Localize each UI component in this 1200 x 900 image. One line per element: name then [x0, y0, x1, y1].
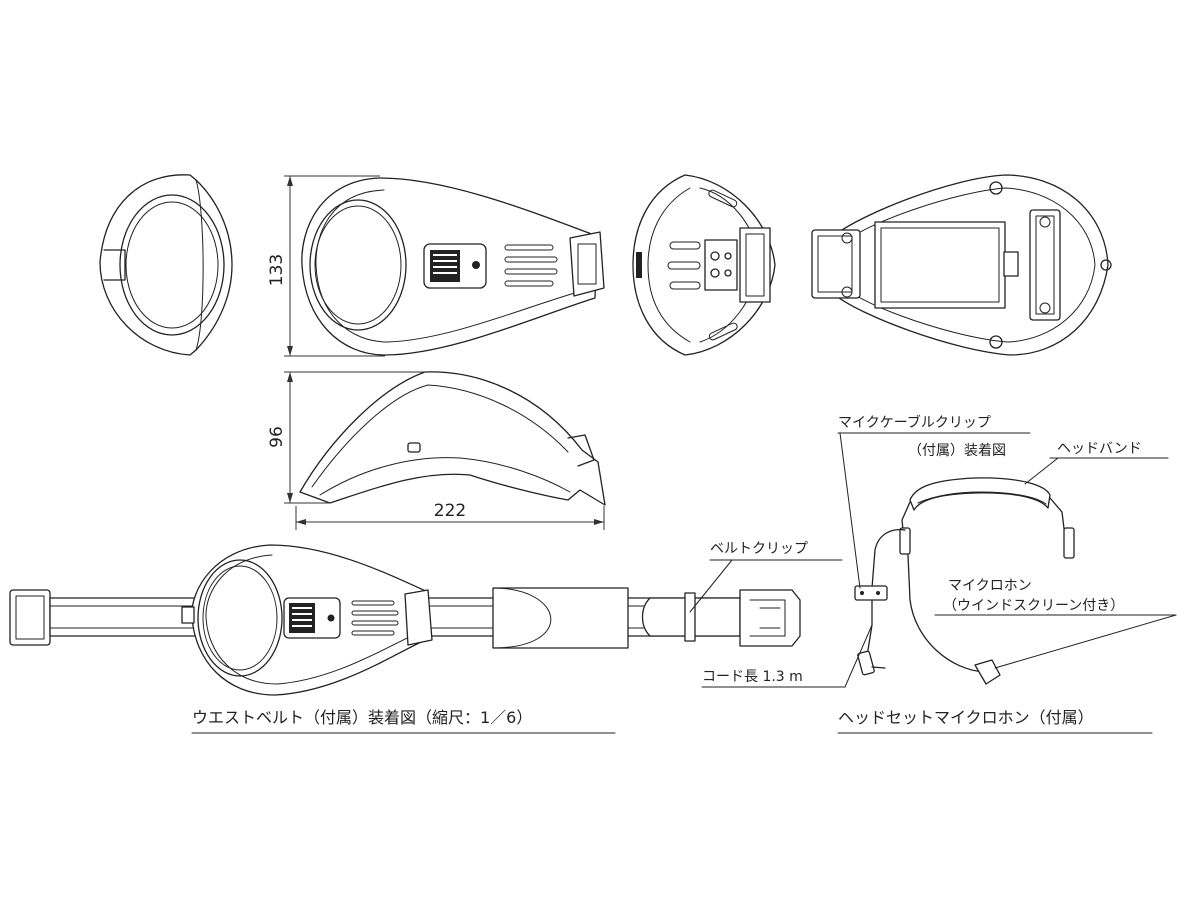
rear-view	[632, 174, 776, 356]
waist-belt-caption: ウエストベルト（付属）装着図（縮尺：1／6）	[192, 708, 532, 727]
microphone-label-line1: マイクロホン	[948, 578, 1032, 594]
headband-callout: ヘッドバンド	[1024, 441, 1169, 485]
belt-clip-callout: ベルトクリップ	[689, 541, 843, 613]
mic-cable-clip-callout: マイクケーブルクリップ （付属）装着図	[837, 414, 1031, 589]
microphone-callout: マイクロホン （ウインドスクリーン付き）	[934, 578, 1177, 669]
front-view	[99, 174, 233, 356]
width-dimension-label: 222	[434, 501, 466, 521]
headband-label: ヘッドバンド	[1057, 441, 1142, 457]
bottom-view	[811, 174, 1112, 356]
belt-clip-label: ベルトクリップ	[710, 541, 808, 557]
height-dimension: 133	[267, 175, 385, 357]
height-dimension-label: 133	[267, 254, 287, 286]
depth-dimension-label: 96	[267, 426, 287, 448]
width-dimension: 222	[295, 501, 605, 530]
cord-length-callout: コード長 1.3 m	[701, 624, 873, 688]
waist-belt-diagram	[9, 544, 801, 696]
headset-caption: ヘッドセットマイクロホン（付属）	[838, 708, 1094, 727]
depth-dimension: 96	[267, 371, 425, 504]
headset-diagram	[854, 477, 1075, 685]
cord-length-label: コード長 1.3 m	[702, 669, 803, 685]
vent-slots	[504, 244, 558, 287]
microphone-label-line2: （ウインドスクリーン付き）	[943, 598, 1124, 614]
mic-cable-clip-label-line2: （付属）装着図	[908, 443, 1006, 459]
side-view	[299, 371, 606, 506]
mic-cable-clip-label-line1: マイクケーブルクリップ	[838, 414, 991, 431]
slide-switch	[430, 250, 460, 282]
top-view	[301, 177, 605, 356]
